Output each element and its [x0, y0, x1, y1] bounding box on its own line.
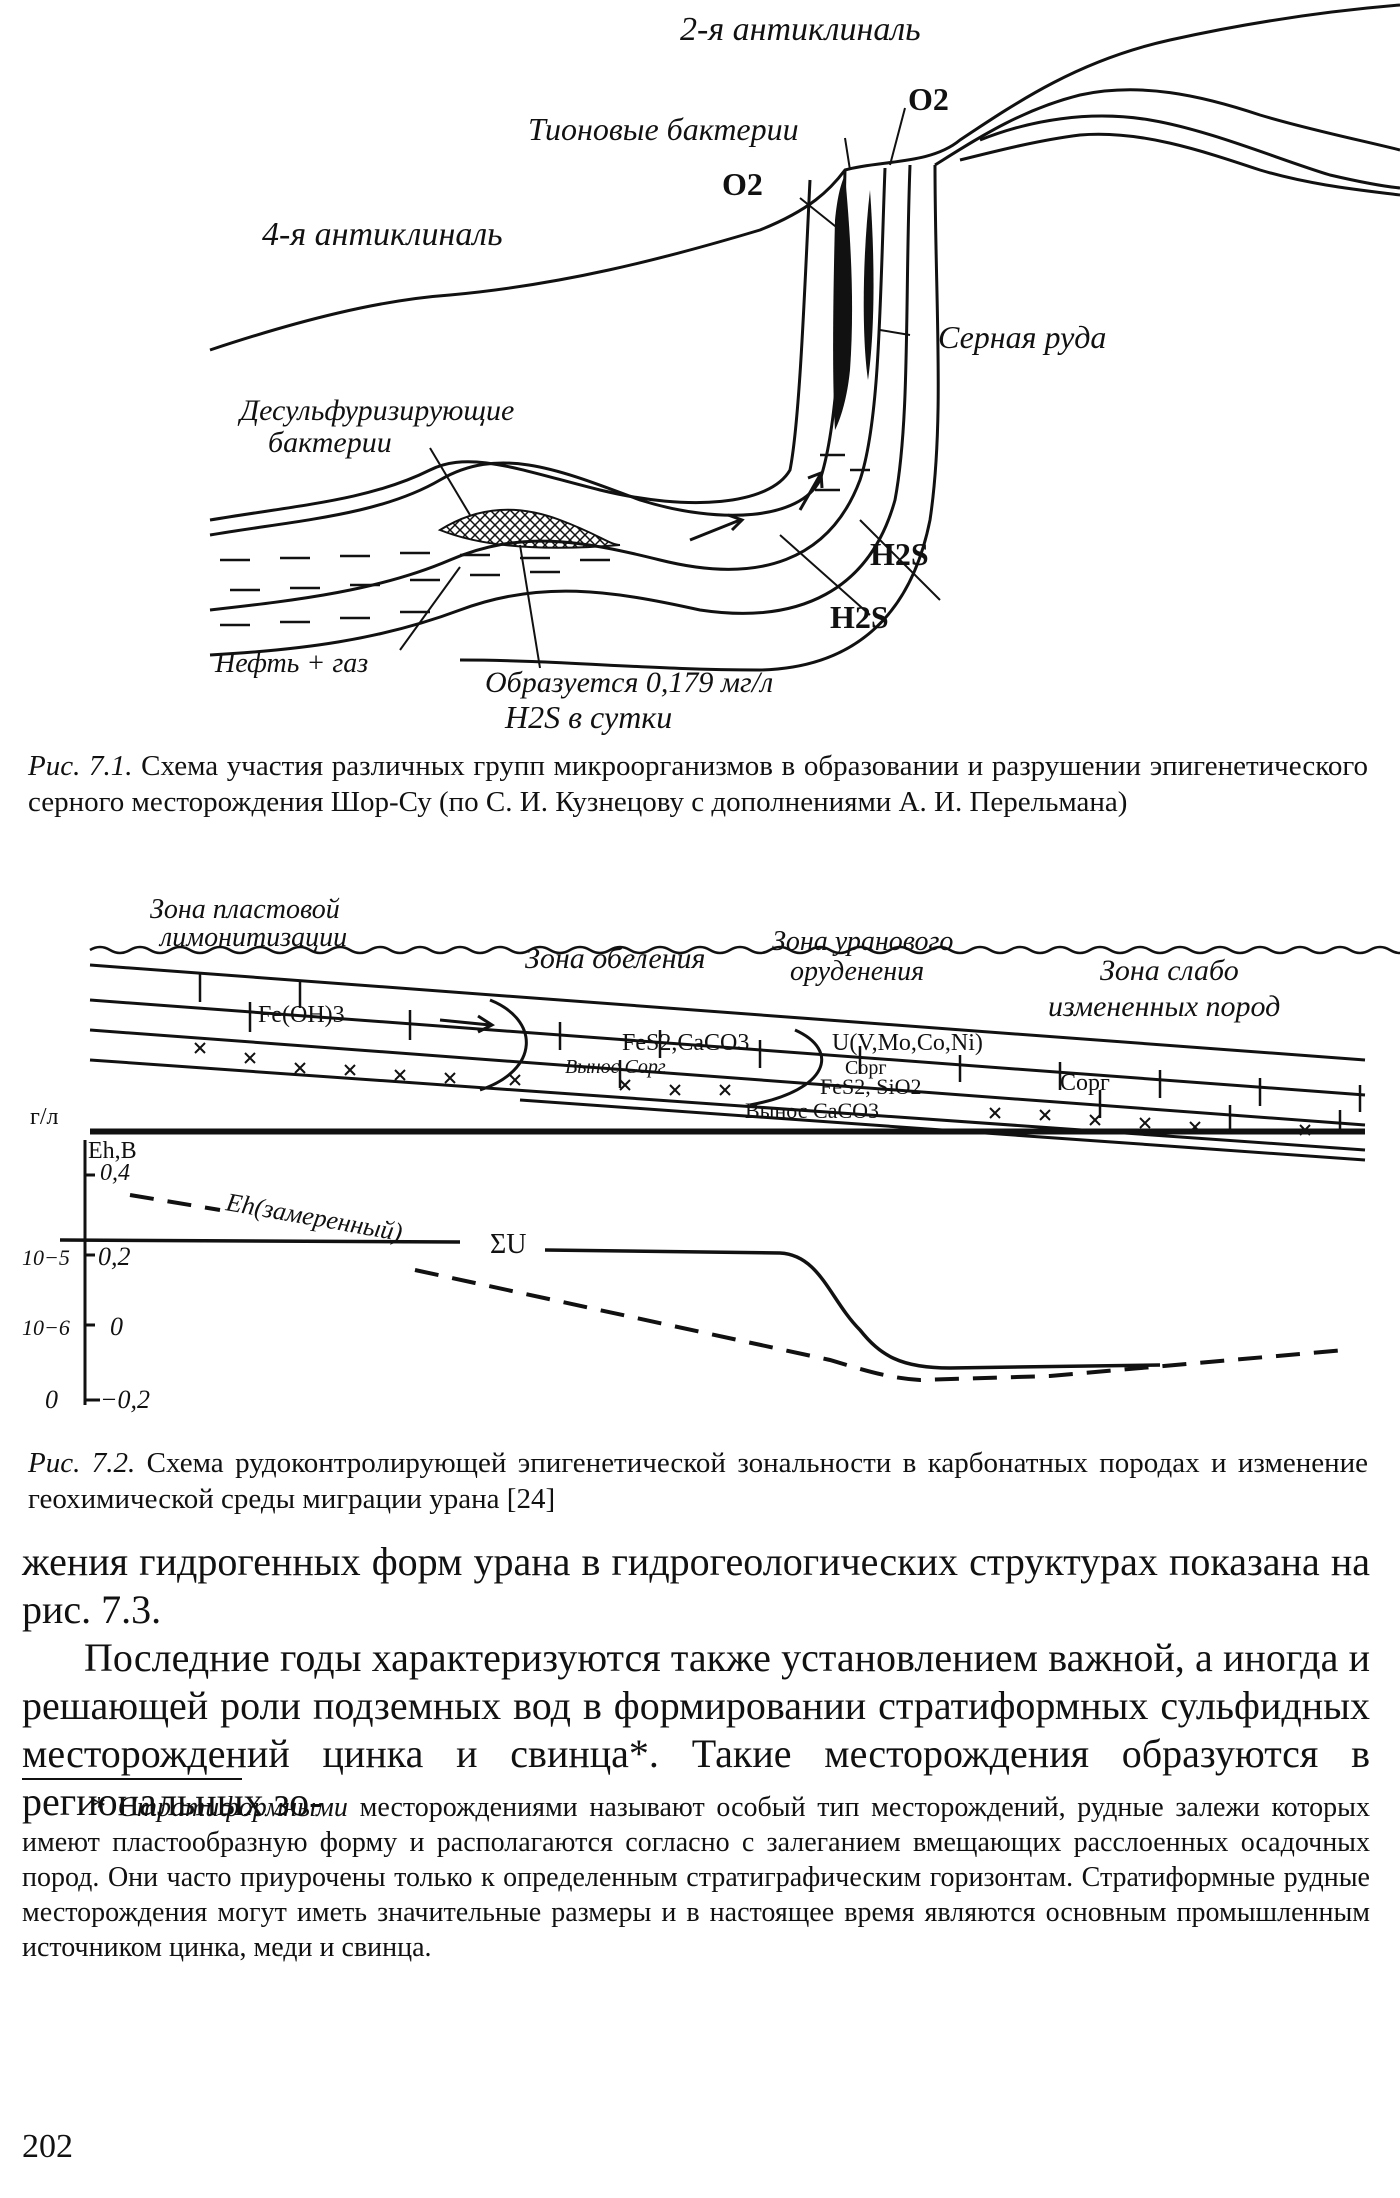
caption-text: Схема участия различных групп микроорган…	[28, 750, 1368, 818]
label-u-metals: U(V,Mo,Co,Ni)	[832, 1030, 983, 1056]
label-formed-2: H2S в сутки	[504, 699, 672, 735]
figure-7-2-caption: Рис. 7.2. Схема рудоконтролирующей эпиге…	[28, 1445, 1368, 1517]
footnote-rule	[22, 1778, 242, 1780]
label-fes2-caco3: FeS2,CaCO3	[622, 1030, 749, 1056]
eh-axis	[85, 1140, 100, 1405]
conc-tick-2: 0	[45, 1385, 58, 1414]
paragraph-1: жения гидрогенных форм урана в гидрогеол…	[22, 1538, 1370, 1634]
label-desulfurizing-1: Десульфуризирующие	[237, 394, 514, 427]
zone-4-title-b: измененных пород	[1048, 990, 1280, 1023]
figure-7-1-caption: Рис. 7.1. Схема участия различных групп …	[28, 748, 1368, 820]
caption-label: Рис. 7.2.	[28, 1447, 135, 1479]
sulfur-ore-body	[833, 175, 852, 430]
caption-label: Рис. 7.1.	[28, 750, 132, 782]
page-number: 202	[22, 2128, 73, 2166]
label-h2s-2: H2S	[830, 599, 889, 635]
label-anticline-2: 2-я антиклиналь	[680, 11, 921, 48]
label-sulfur-ore: Серная руда	[938, 319, 1106, 355]
conc-tick-0: 10−5	[22, 1245, 70, 1270]
label-thionic-bacteria: Тионовые бактерии	[528, 111, 799, 147]
zone-4-title-a: Зона слабо	[1100, 954, 1239, 987]
eh-tick-1: 0,2	[98, 1242, 131, 1271]
left-unit-label: г/л	[30, 1104, 59, 1130]
label-eh-measured: Eh(замеренный)	[223, 1187, 405, 1247]
zone-3-title-b: оруденения	[790, 956, 924, 987]
footnote-mark: *	[92, 1792, 106, 1823]
label-o2-top: O2	[908, 81, 949, 117]
zone-1-title-a: Зона пластовой	[150, 894, 340, 925]
figure-7-1: 2-я антиклиналь 4-я антиклиналь Тионовые…	[0, 0, 1400, 740]
flow-arrow	[800, 475, 820, 510]
label-anticline-4: 4-я антиклиналь	[262, 216, 503, 253]
footnote: * Стратиформными месторождениями называю…	[22, 1790, 1370, 1965]
label-corg-b: Cорг	[1060, 1070, 1110, 1096]
figure-7-2: Зона пластовой лимонитизации Зона обелен…	[0, 880, 1400, 1430]
label-desulfurizing-2: бактерии	[268, 426, 392, 459]
label-sum-u: ΣU	[490, 1229, 527, 1260]
label-vynos-corg: Вынос Cорг	[565, 1056, 666, 1078]
label-o2-left: O2	[722, 166, 763, 202]
sum-u-curve	[60, 1240, 1160, 1368]
label-fes2-sio2: FeS2, SiO2	[820, 1074, 921, 1099]
eh-tick-0: 0,4	[100, 1160, 130, 1186]
conc-tick-1: 10−6	[22, 1315, 70, 1340]
eh-tick-3: −0,2	[100, 1385, 150, 1414]
caption-text: Схема рудоконтролирующей эпигенетической…	[28, 1447, 1368, 1515]
label-vynos-caco3: Вынос CaCO3	[745, 1098, 879, 1123]
label-fe-oh: Fe(OH)3	[258, 1002, 345, 1028]
label-oil-gas: Нефть + газ	[214, 648, 368, 679]
desulfurizing-zone	[440, 510, 620, 548]
body-text: жения гидрогенных форм урана в гидрогеол…	[22, 1538, 1370, 1826]
label-h2s-1: H2S	[870, 536, 929, 572]
label-formed-1: Образуется 0,179 мг/л	[485, 666, 773, 699]
eh-tick-2: 0	[110, 1312, 123, 1341]
footnote-term: Стратиформными	[118, 1792, 348, 1823]
